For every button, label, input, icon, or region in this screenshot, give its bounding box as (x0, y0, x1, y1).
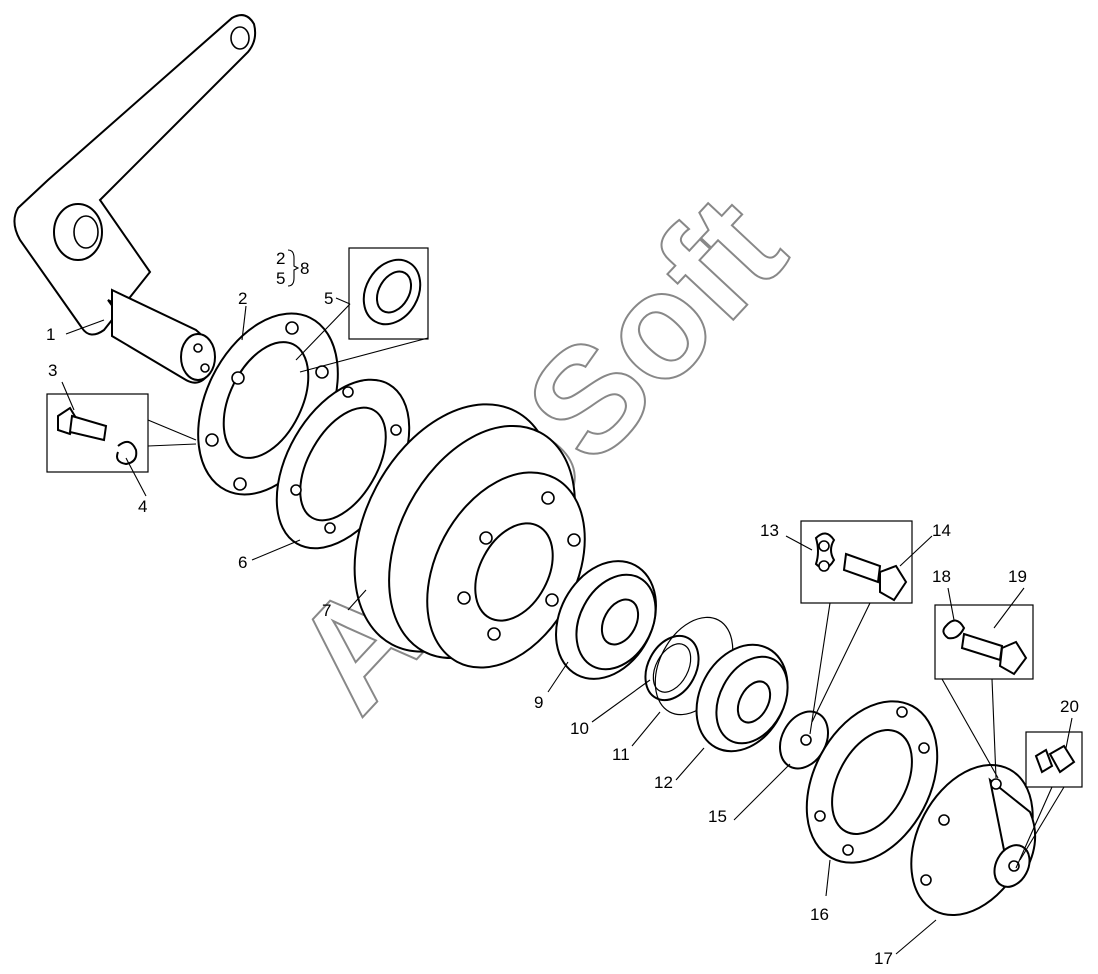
callout-7: 7 (322, 601, 331, 620)
callout-13: 13 (760, 521, 779, 540)
bearing-small (695, 643, 789, 753)
callout-12: 12 (654, 773, 673, 792)
cover-gasket (805, 700, 939, 864)
callout-2: 2 (238, 289, 247, 308)
spacer-ring (644, 634, 700, 702)
leader-lines (61, 297, 1073, 955)
kit-item-2: 2 (276, 249, 285, 268)
callout-5: 5 (324, 289, 333, 308)
kit-item-5: 5 (276, 269, 285, 288)
bearing-large (555, 560, 657, 680)
kit-number: 8 (300, 259, 309, 278)
callout-19: 19 (1008, 567, 1027, 586)
bolt-washer-group (46, 393, 149, 473)
callout-3: 3 (48, 361, 57, 380)
callout-16: 16 (810, 905, 829, 924)
callout-10: 10 (570, 719, 589, 738)
hub (353, 403, 586, 669)
callout-14: 14 (932, 521, 951, 540)
callout-15: 15 (708, 807, 727, 826)
callout-9: 9 (534, 693, 543, 712)
lockplate-bolt-group (800, 520, 913, 604)
end-cover (910, 763, 1037, 917)
callout-17: 17 (874, 949, 893, 968)
grease-fitting-group (1025, 731, 1083, 788)
callouts: 1 2 3 4 5 6 7 9 10 11 12 13 14 15 16 17 … (46, 289, 1079, 968)
callout-6: 6 (238, 553, 247, 572)
callout-11: 11 (612, 745, 630, 764)
kit-label: 2 5 8 (276, 249, 309, 288)
callout-20: 20 (1060, 697, 1079, 716)
lever-arm (13, 14, 257, 384)
washer-bolt-group (934, 604, 1034, 680)
seal-group (348, 247, 429, 340)
callout-18: 18 (932, 567, 951, 586)
callout-1: 1 (46, 325, 55, 344)
callout-4: 4 (138, 497, 147, 516)
